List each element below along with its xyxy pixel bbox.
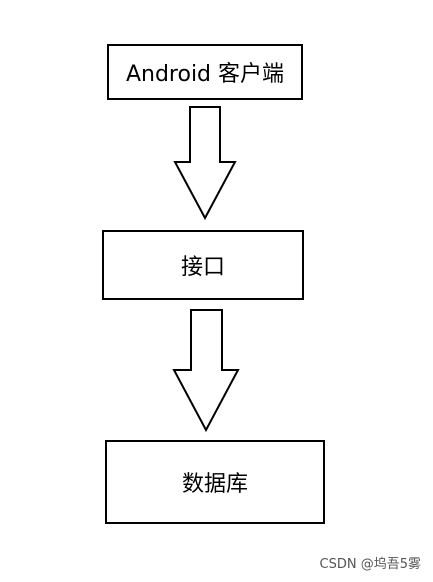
node-label: 接口 <box>180 255 225 280</box>
node-label: 数据库 <box>181 472 248 497</box>
arrow-client-to-api <box>173 106 237 221</box>
node-database: 数据库 <box>105 440 325 524</box>
arrow-api-to-db <box>172 309 240 433</box>
node-android-client: Android 客户端 <box>107 44 303 100</box>
node-label: Android 客户端 <box>125 62 285 87</box>
watermark: CSDN @坞吾5雾 <box>319 557 421 572</box>
node-api: 接口 <box>102 230 304 300</box>
